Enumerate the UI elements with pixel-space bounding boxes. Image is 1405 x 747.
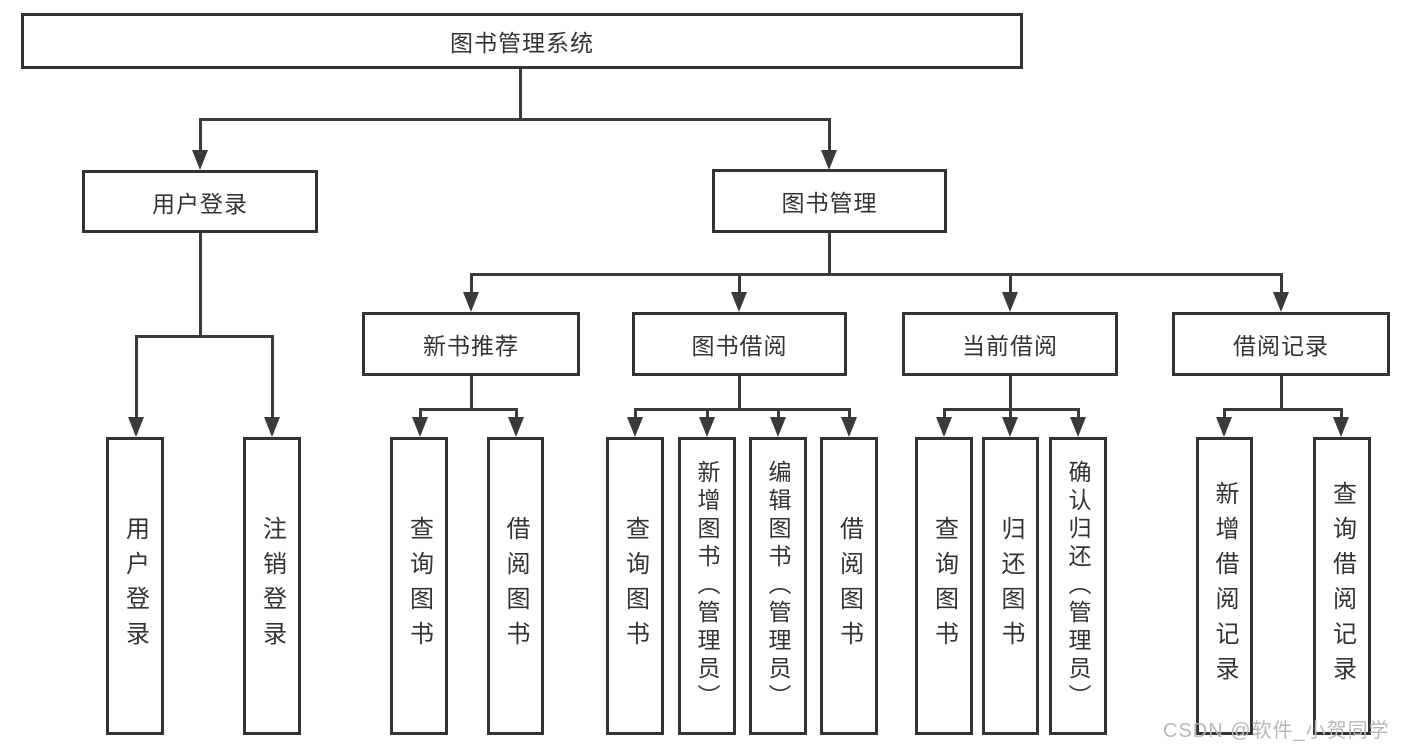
node-borrowing-records: 借阅记录 bbox=[1172, 312, 1390, 376]
connector-line bbox=[827, 118, 831, 150]
leaf-query-books-current: 查询图书 bbox=[915, 437, 973, 735]
arrowhead-icon bbox=[627, 417, 643, 437]
leaf-label: 新增图书（管理员） bbox=[694, 460, 720, 712]
arrowhead-icon bbox=[508, 417, 524, 437]
node-library-management-system: 图书管理系统 bbox=[21, 13, 1023, 69]
leaf-borrow-books-recommend: 借阅图书 bbox=[487, 437, 544, 735]
leaf-label: 查询借阅记录 bbox=[1328, 481, 1356, 691]
connector-line bbox=[134, 335, 138, 417]
node-book-borrowing: 图书借阅 bbox=[632, 312, 847, 376]
connector-line bbox=[1222, 408, 1226, 417]
connector-line bbox=[134, 335, 274, 338]
leaf-label: 编辑图书（管理员） bbox=[765, 460, 791, 712]
arrowhead-icon bbox=[412, 417, 428, 437]
leaf-label: 确认归还（管理员） bbox=[1065, 460, 1091, 712]
connector-line bbox=[198, 118, 831, 121]
leaf-label: 借阅图书 bbox=[835, 516, 863, 656]
arrowhead-icon bbox=[731, 292, 747, 312]
arrowhead-icon bbox=[1333, 417, 1349, 437]
leaf-borrow-books: 借阅图书 bbox=[820, 437, 878, 735]
node-book-management: 图书管理 bbox=[712, 169, 947, 233]
connector-line bbox=[198, 233, 202, 335]
connector-line bbox=[518, 69, 522, 118]
connector-line bbox=[270, 335, 274, 417]
leaf-confirm-return-admin: 确认归还（管理员） bbox=[1049, 437, 1107, 735]
arrowhead-icon bbox=[1216, 417, 1232, 437]
connector-line bbox=[1222, 408, 1343, 411]
node-current-borrowing: 当前借阅 bbox=[902, 312, 1118, 376]
leaf-user-login: 用户登录 bbox=[106, 437, 164, 735]
leaf-label: 借阅图书 bbox=[502, 516, 529, 656]
connector-line bbox=[737, 273, 741, 292]
arrowhead-icon bbox=[699, 417, 715, 437]
connector-line bbox=[1076, 408, 1080, 417]
leaf-label: 新增借阅记录 bbox=[1211, 481, 1238, 691]
leaf-label: 查询图书 bbox=[405, 516, 433, 656]
arrowhead-icon bbox=[463, 292, 479, 312]
connector-line bbox=[469, 273, 1283, 276]
connector-line bbox=[514, 408, 518, 417]
arrowhead-icon bbox=[128, 417, 144, 437]
connector-line bbox=[942, 408, 946, 417]
leaf-return-books: 归还图书 bbox=[982, 437, 1039, 735]
leaf-label: 查询图书 bbox=[930, 516, 958, 656]
connector-line bbox=[705, 408, 709, 417]
connector-line bbox=[633, 408, 851, 411]
connector-line bbox=[1008, 408, 1012, 417]
connector-line bbox=[418, 408, 518, 411]
watermark: CSDN @软件_小贺同学 bbox=[1163, 720, 1390, 742]
leaf-add-books-admin: 新增图书（管理员） bbox=[678, 437, 736, 735]
leaf-logout: 注销登录 bbox=[243, 437, 301, 735]
connector-line bbox=[469, 376, 473, 408]
connector-line bbox=[827, 233, 831, 273]
leaf-query-books-borrow: 查询图书 bbox=[606, 437, 664, 735]
arrowhead-icon bbox=[264, 417, 280, 437]
arrowhead-icon bbox=[821, 150, 837, 170]
leaf-edit-books-admin: 编辑图书（管理员） bbox=[749, 437, 807, 735]
connector-line bbox=[1279, 273, 1283, 292]
arrowhead-icon bbox=[936, 417, 952, 437]
connector-line bbox=[418, 408, 422, 417]
leaf-label: 查询图书 bbox=[621, 516, 649, 656]
connector-line bbox=[1008, 376, 1012, 408]
arrowhead-icon bbox=[1273, 292, 1289, 312]
leaf-add-borrow-record: 新增借阅记录 bbox=[1196, 437, 1253, 735]
connector-line bbox=[1339, 408, 1343, 417]
connector-line bbox=[633, 408, 637, 417]
leaf-label: 归还图书 bbox=[997, 516, 1024, 656]
node-new-book-recommendation: 新书推荐 bbox=[362, 312, 580, 376]
leaf-query-books-recommend: 查询图书 bbox=[390, 437, 448, 735]
connector-line bbox=[737, 376, 741, 408]
connector-line bbox=[1279, 376, 1283, 408]
connector-line bbox=[1008, 273, 1012, 292]
leaf-query-borrow-record: 查询借阅记录 bbox=[1313, 437, 1371, 735]
arrowhead-icon bbox=[770, 417, 786, 437]
arrowhead-icon bbox=[192, 150, 208, 170]
connector-line bbox=[776, 408, 780, 417]
arrowhead-icon bbox=[1002, 292, 1018, 312]
connector-line bbox=[847, 408, 851, 417]
arrowhead-icon bbox=[1002, 417, 1018, 437]
connector-line bbox=[469, 273, 473, 292]
node-user-login: 用户登录 bbox=[82, 170, 318, 233]
connector-line bbox=[198, 118, 202, 150]
leaf-label: 注销登录 bbox=[258, 516, 286, 656]
arrowhead-icon bbox=[841, 417, 857, 437]
leaf-label: 用户登录 bbox=[121, 516, 149, 656]
arrowhead-icon bbox=[1070, 417, 1086, 437]
